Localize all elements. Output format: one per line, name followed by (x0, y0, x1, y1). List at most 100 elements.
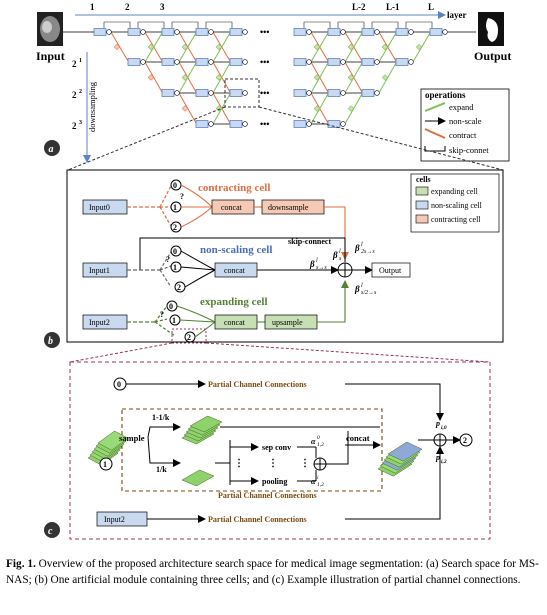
grid-sum-node (208, 29, 214, 35)
ops-to-concat-edge (326, 431, 349, 465)
zoom-line-right (258, 106, 504, 171)
expand-cell-mark (215, 74, 223, 81)
partial-edge-bottom-b (345, 446, 444, 520)
expand-cell-mark (347, 43, 355, 51)
expanding-node-edges (176, 305, 216, 338)
grid-sum-node (306, 121, 312, 127)
grid-ellipsis: ••• (260, 27, 269, 37)
svg-text:2: 2 (463, 436, 467, 445)
grid-sum-node (408, 29, 414, 35)
contracting-branch-edges (159, 185, 172, 227)
contracting-concat-label: concat (221, 203, 243, 212)
output-box-label: Output (379, 266, 402, 275)
svg-text:2: 2 (173, 223, 177, 232)
svg-text:i,0: i,0 (441, 425, 447, 431)
layer-number-3: 3 (160, 2, 165, 12)
partial-label-inner: Partial Channel Connections (218, 491, 317, 500)
grid-node (229, 28, 243, 36)
panel-a-badge-letter: a (49, 144, 54, 155)
grid-sum-node (208, 90, 214, 96)
grid-node (93, 28, 107, 36)
expand-legend-icon (424, 102, 446, 112)
expand-cell-mark (347, 74, 355, 81)
sep-conv-label: sep conv (262, 443, 291, 452)
grid-node (293, 120, 307, 128)
grid-sum-node (306, 29, 312, 35)
downsampling-label: downsampling (87, 81, 97, 132)
grid-ellipsis: ••• (260, 88, 269, 98)
contracting-cell-title: contracting cell (198, 182, 270, 194)
panel-a-badge (44, 140, 60, 156)
grid-node (229, 58, 243, 66)
expand-legend-label: expand (449, 102, 474, 112)
sampled-feature-stack (181, 469, 215, 487)
grid-node (195, 120, 209, 128)
skip-connect-line (205, 21, 233, 28)
pooling-label: pooling (262, 477, 287, 486)
layer-number-l: L (428, 2, 434, 12)
svg-text:1,2: 1,2 (317, 482, 324, 488)
svg-text:i: i (317, 475, 319, 481)
operations-legend-title: operations (425, 90, 466, 100)
grid-node (361, 89, 375, 97)
input1-label: Input1 (89, 266, 110, 275)
grid-node (293, 89, 307, 97)
grid-node (229, 120, 243, 128)
skip-connect-edge (139, 237, 346, 270)
output-label: Output (474, 49, 511, 63)
panel-b-badge-letter: b (48, 336, 53, 347)
grid-node (161, 28, 175, 36)
svg-text:α: α (311, 437, 316, 446)
grid-node (395, 58, 409, 66)
grid-ellipsis: ••• (260, 57, 269, 67)
concat-label-c: concat (346, 433, 370, 443)
grid-node (161, 58, 175, 66)
panel-c: 0 Partial Channel Connections Partial Ch… (44, 361, 491, 540)
partial-edge-top-b (345, 383, 444, 421)
nonscaling-legend-label: non-scaling cell (431, 201, 483, 210)
svg-text:0: 0 (173, 247, 177, 256)
feature-map-slice (387, 441, 423, 462)
svg-text:l: l (361, 283, 363, 289)
svg-text:l: l (339, 249, 341, 255)
downsample-label: downsample (268, 203, 309, 212)
layer-number-1: 1 (90, 2, 95, 12)
grid-sum-node (374, 90, 380, 96)
operations-legend: operations expand non-scale contract ski… (420, 88, 510, 162)
non-scale-legend-label: non-scale (449, 116, 482, 126)
partial-label-bottom: Partial Channel Connections (208, 515, 307, 524)
grid-node (327, 28, 341, 36)
grid-sum-node (140, 59, 146, 65)
input2-label: Input2 (89, 318, 110, 327)
expand-cell-mark (313, 105, 321, 112)
svg-text:2: 2 (72, 121, 77, 131)
svg-text:i,2: i,2 (441, 459, 447, 465)
nonscaling-question: ? (166, 255, 170, 264)
grid-sum-node (140, 29, 146, 35)
svg-text:β: β (309, 259, 315, 269)
highlight-box (224, 78, 260, 108)
input-label: Input (36, 49, 65, 63)
ops-sum-plus (314, 458, 326, 470)
caption-text: Overview of the proposed architecture se… (6, 558, 539, 586)
nonscaling-concat-label: concat (224, 266, 246, 275)
panel-c-badge-letter: c (48, 526, 53, 537)
partial-label-top: Partial Channel Connections (208, 380, 307, 389)
expanding-concat-label: concat (224, 318, 246, 327)
svg-text:β: β (354, 284, 360, 294)
contract-cell-mark (147, 74, 155, 81)
svg-text:0: 0 (173, 181, 177, 190)
figure-caption: Fig. 1. Overview of the proposed archite… (6, 556, 542, 588)
expand-cell-mark (181, 43, 189, 51)
ops-dots-mid: ⋮ (268, 458, 278, 469)
grid-node (127, 58, 141, 66)
grid-sum-node (242, 59, 248, 65)
sample-label: sample (119, 433, 145, 443)
grid-ellipsis: ••• (260, 119, 269, 129)
